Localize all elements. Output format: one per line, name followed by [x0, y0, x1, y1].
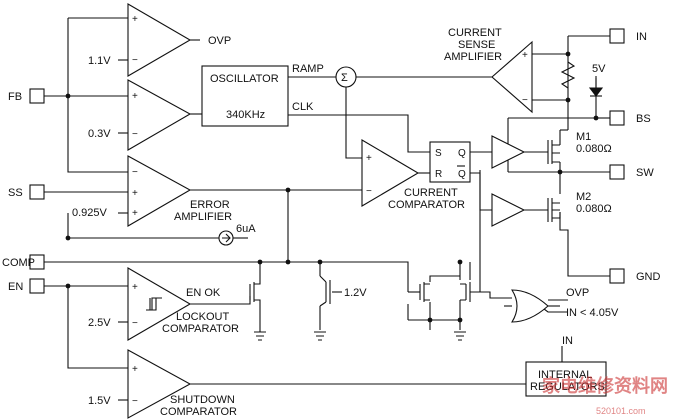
svg-text:0.925V: 0.925V: [72, 207, 108, 219]
svg-text:+: +: [522, 50, 528, 61]
pin-comp-label: COMP: [2, 257, 35, 269]
svg-text:CURRENT: CURRENT: [448, 27, 502, 39]
pin-sw-label: SW: [636, 167, 654, 179]
svg-text:AMPLIFIER: AMPLIFIER: [444, 51, 502, 63]
svg-text:+: +: [132, 208, 138, 219]
pins: IN BS SW GND FB SS COMP EN: [2, 28, 661, 294]
svg-text:SHUTDOWN: SHUTDOWN: [170, 394, 235, 406]
ovp-comparator: + − OVP 1.1V: [88, 3, 231, 77]
svg-text:EN OK: EN OK: [186, 287, 221, 299]
svg-text:−: −: [132, 55, 138, 66]
svg-text:+: +: [132, 91, 138, 102]
svg-text:OSCILLATOR: OSCILLATOR: [210, 73, 279, 85]
svg-text:0.080Ω: 0.080Ω: [576, 203, 612, 215]
svg-text:+: +: [132, 188, 138, 199]
svg-text:1.5V: 1.5V: [88, 395, 111, 407]
svg-text:Q: Q: [458, 148, 466, 159]
svg-text:RAMP: RAMP: [292, 63, 324, 75]
svg-text:R: R: [435, 169, 442, 180]
pin-ss: [29, 184, 45, 200]
or-gate: OVP IN < 4.05V: [511, 287, 619, 323]
clamp-1v2-transistor: 1.2V: [314, 275, 367, 341]
svg-text:340KHz: 340KHz: [226, 109, 265, 121]
svg-text:−: −: [366, 186, 372, 197]
svg-text:Σ: Σ: [341, 72, 348, 84]
svg-text:COMPARATOR: COMPARATOR: [160, 406, 237, 418]
mosfet-m2: M2 0.080Ω: [547, 191, 612, 222]
svg-text:1.1V: 1.1V: [88, 55, 111, 67]
pin-en: [29, 278, 45, 294]
svg-text:−: −: [132, 167, 138, 178]
low-side-driver: [491, 193, 548, 227]
pin-in: [609, 28, 625, 44]
svg-text:IN: IN: [562, 335, 573, 347]
pin-gnd-label: GND: [636, 271, 661, 283]
svg-text:M2: M2: [576, 191, 591, 203]
svg-text:0.080Ω: 0.080Ω: [576, 143, 612, 155]
pin-comp: [29, 254, 45, 270]
pin-gnd: [609, 268, 625, 284]
svg-text:6uA: 6uA: [236, 223, 256, 235]
pin-in-label: IN: [636, 31, 647, 43]
shutdown-comparator: + − SHUTDOWN COMPARATOR 1.5V: [88, 349, 237, 419]
svg-text:INTERNAL: INTERNAL: [538, 369, 592, 381]
svg-text:2.5V: 2.5V: [88, 317, 111, 329]
pin-bs: [609, 110, 625, 126]
svg-text:CURRENT: CURRENT: [404, 187, 458, 199]
high-side-driver: [491, 135, 548, 169]
svg-text:+: +: [132, 282, 138, 293]
svg-text:IN < 4.05V: IN < 4.05V: [566, 307, 619, 319]
svg-text:AMPLIFIER: AMPLIFIER: [174, 211, 232, 223]
pin-ss-label: SS: [8, 187, 23, 199]
svg-text:−: −: [522, 95, 528, 106]
lockout-comparator: + − EN OK LOCKOUT COMPARATOR 2.5V: [88, 267, 239, 341]
svg-text:1.2V: 1.2V: [344, 287, 367, 299]
oscillator: OSCILLATOR 340KHz RAMP CLK: [201, 63, 324, 127]
watermark: 家电维修资料网 520101.com: [542, 375, 668, 416]
wires: [44, 17, 610, 401]
svg-text:5V: 5V: [592, 63, 606, 75]
svg-text:OVP: OVP: [208, 35, 231, 47]
bootstrap-diode: 5V: [588, 63, 606, 97]
comp-pair-transistors: [419, 282, 471, 341]
svg-text:−: −: [132, 396, 138, 407]
svg-text:+: +: [366, 153, 372, 164]
pin-sw: [609, 164, 625, 180]
svg-text:+: +: [132, 364, 138, 375]
svg-text:Q: Q: [458, 169, 466, 180]
pin-fb: [29, 88, 45, 104]
junctions: [65, 51, 599, 323]
svg-text:COMPARATOR: COMPARATOR: [388, 199, 465, 211]
svg-text:520101.com: 520101.com: [596, 406, 646, 416]
svg-text:REGULATORS: REGULATORS: [530, 381, 605, 393]
svg-text:SENSE: SENSE: [458, 39, 495, 51]
svg-text:−: −: [132, 318, 138, 329]
current-source-6ua: 6uA: [218, 223, 256, 246]
pin-en-label: EN: [8, 281, 23, 293]
summing-node: Σ: [335, 66, 357, 88]
svg-text:0.3V: 0.3V: [88, 128, 111, 140]
svg-text:ERROR: ERROR: [190, 199, 230, 211]
svg-text:CLK: CLK: [292, 101, 314, 113]
current-sense-amplifier: + − CURRENT SENSE AMPLIFIER: [444, 27, 533, 114]
svg-text:COMPARATOR: COMPARATOR: [162, 323, 239, 335]
current-comparator: + − CURRENT COMPARATOR: [361, 139, 465, 211]
en-ok-transistor: [249, 282, 266, 341]
svg-text:M1: M1: [576, 131, 591, 143]
svg-text:家电维修资料网: 家电维修资料网: [542, 375, 668, 396]
mosfet-m1: M1 0.080Ω: [547, 131, 612, 164]
error-amplifier: − + + 0.925V ERROR AMPLIFIER: [72, 155, 232, 227]
svg-text:+: +: [132, 14, 138, 25]
pin-fb-label: FB: [8, 91, 22, 103]
sr-latch: S R Q Q: [429, 141, 471, 183]
svg-text:OVP: OVP: [566, 287, 589, 299]
svg-text:S: S: [435, 148, 442, 159]
fb-low-comparator: + − 0.3V: [88, 79, 192, 151]
pin-bs-label: BS: [636, 113, 651, 125]
svg-text:−: −: [132, 129, 138, 140]
svg-text:LOCKOUT: LOCKOUT: [176, 311, 229, 323]
internal-regulators: INTERNAL REGULATORS IN: [525, 335, 607, 397]
